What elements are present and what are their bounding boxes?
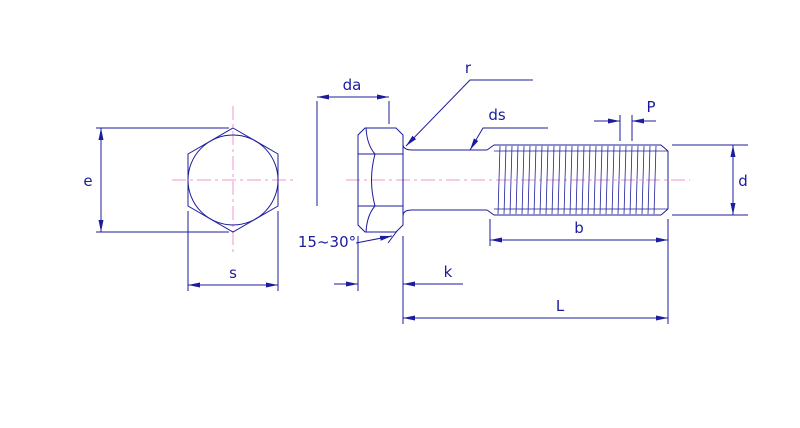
thread-runout-lines	[486, 144, 495, 216]
dimension-e: e	[83, 127, 229, 233]
dim-label-d: d	[738, 172, 748, 190]
dim-label-k: k	[444, 263, 453, 281]
front-view	[187, 127, 279, 233]
hexagon-outline	[187, 127, 279, 233]
centerlines	[172, 106, 690, 256]
chamfer-leader-line	[355, 235, 393, 244]
chamfer-angle-label: 15~30°	[298, 233, 356, 251]
bolt-end-chamfer	[660, 144, 669, 216]
s-extension-lines	[187, 211, 279, 291]
thread-root-lines	[494, 150, 668, 210]
dimension-ds: ds	[469, 106, 548, 151]
dimension-p: P	[594, 98, 656, 141]
dim-label-r: r	[465, 59, 472, 77]
dim-label-l: L	[556, 297, 565, 315]
leader-r: r	[405, 59, 533, 147]
e-extension-lines	[96, 127, 229, 233]
da-extension-lines	[316, 101, 390, 206]
dim-label-s: s	[229, 264, 237, 282]
inscribed-circle	[187, 134, 279, 226]
thread-crest-lines	[494, 144, 661, 216]
ds-leader-line	[469, 127, 548, 151]
head-chamfer-arcs	[365, 127, 376, 233]
dimension-s: s	[187, 211, 279, 291]
r-leader-line	[405, 79, 533, 147]
shank-lines	[412, 149, 487, 211]
dimension-d: d	[672, 144, 748, 216]
dim-label-b: b	[574, 219, 584, 237]
underhead-fillets	[402, 143, 413, 217]
dimension-k: k	[334, 236, 463, 324]
dim-label-ds: ds	[488, 106, 506, 124]
dim-label-p: P	[646, 98, 655, 116]
dim-label-e: e	[83, 172, 92, 190]
p-extension-lines	[619, 115, 633, 141]
dimension-da: da	[316, 76, 390, 206]
dimension-b: b	[489, 219, 669, 324]
note-chamfer-angle: 15~30°	[298, 230, 398, 251]
dim-label-da: da	[343, 76, 362, 94]
thread-flank-lines	[497, 145, 657, 215]
head-facet-lines	[358, 153, 403, 207]
dimension-l: L	[403, 297, 668, 321]
k-extension-lines	[357, 236, 404, 324]
chamfer-extension-line	[387, 230, 398, 244]
